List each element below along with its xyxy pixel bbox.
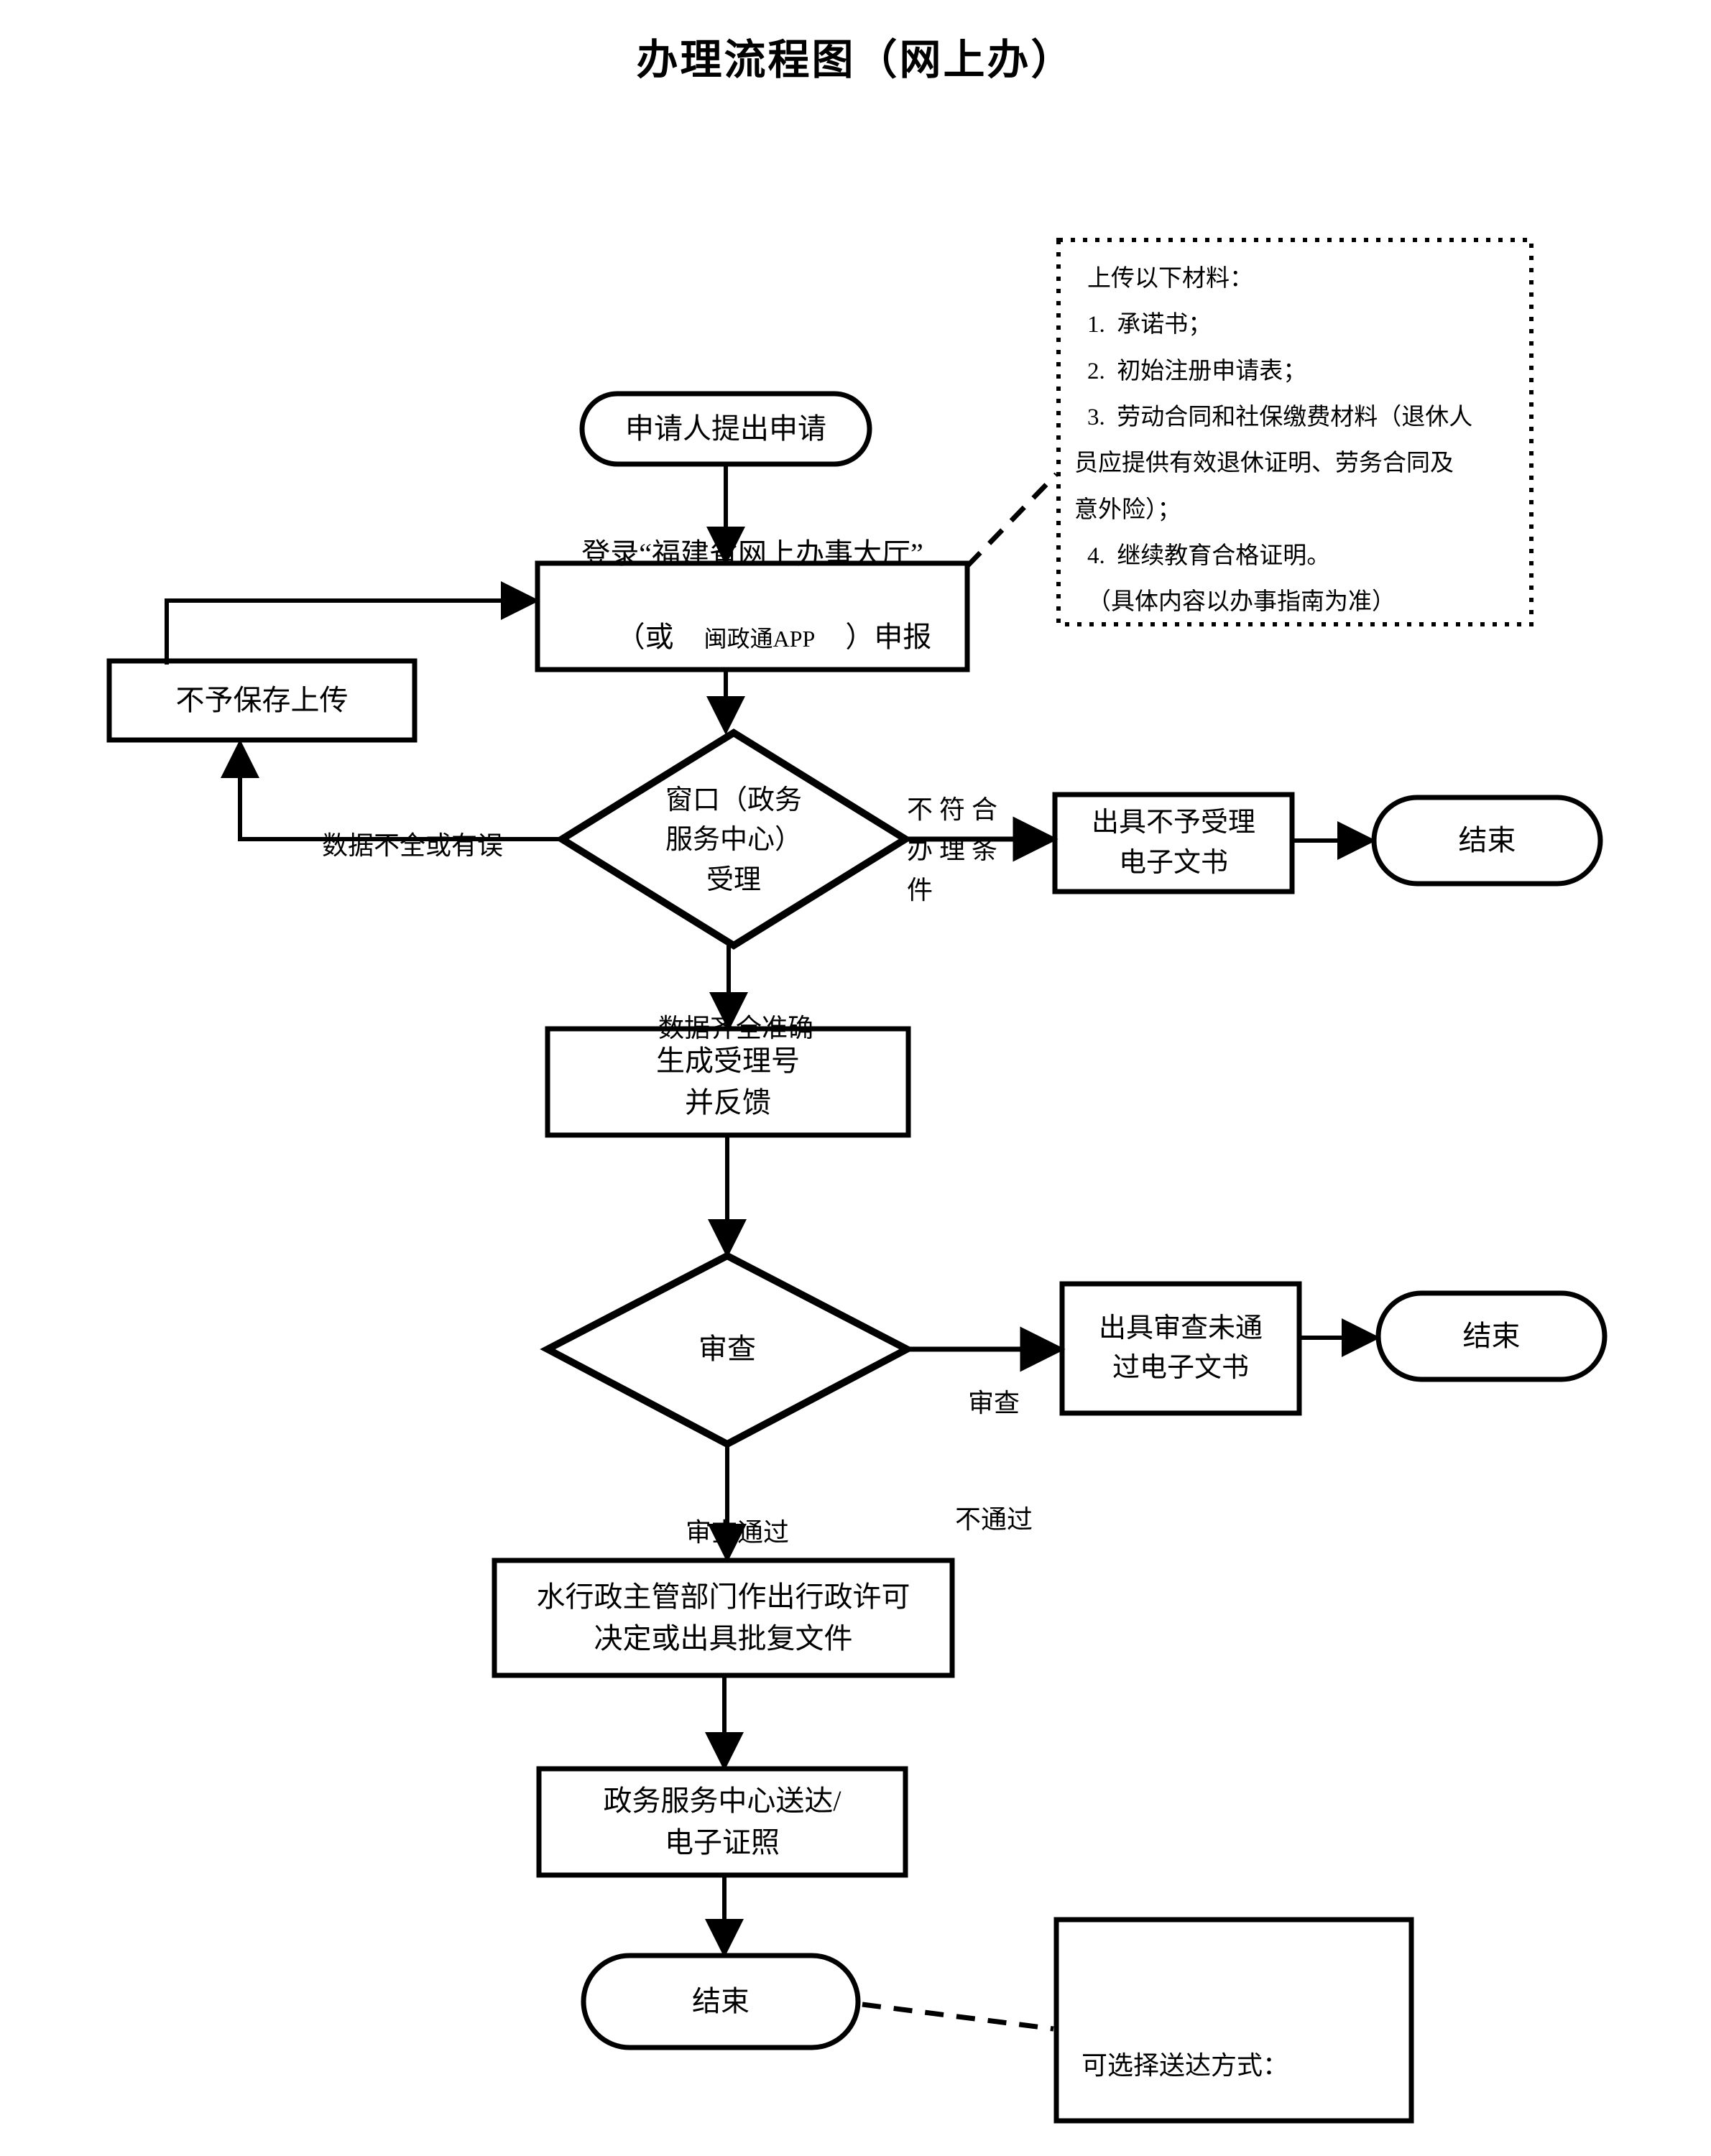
node-shape-login	[535, 560, 970, 672]
dashed-connector-delivery-options	[862, 2002, 1054, 2032]
note-box-delivery-options	[1053, 1917, 1414, 2124]
note-upload-item-4: 意外险）；	[1074, 496, 1181, 523]
node-shape-end-review-fail	[1375, 1290, 1608, 1382]
note-delivery-heading: 可选择送达方式：	[1082, 2051, 1289, 2081]
edge-not-saved-to-login	[165, 581, 540, 665]
note-delivery-options-content: 可选择送达方式： 1.邮寄送达； 2.窗口领取； 3.电子证照。	[1082, 1940, 1398, 2156]
dashed-connector-upload-materials	[965, 472, 1059, 568]
node-shape-window-accept	[555, 728, 913, 950]
note-upload-item-2: 3. 劳动合同和社保缴费材料（退休人	[1087, 404, 1473, 431]
note-upload-item-3: 员应提供有效退休证明、劳务合同及	[1074, 450, 1454, 477]
node-shape-end-final	[581, 1953, 861, 2050]
note-upload-item-1: 2. 初始注册申请表；	[1087, 358, 1307, 384]
note-upload-materials-content: 上传以下材料： 1. 承诺书； 2. 初始注册申请表； 3. 劳动合同和社保缴费…	[1074, 256, 1518, 626]
node-shape-not-saved	[106, 658, 418, 743]
note-upload-item-0: 1. 承诺书；	[1087, 312, 1212, 338]
node-shape-decision	[492, 1558, 955, 1678]
node-shape-review	[540, 1252, 915, 1448]
node-shape-end-reject	[1371, 795, 1603, 887]
node-shape-review-fail-doc	[1059, 1281, 1302, 1416]
node-shape-start	[579, 391, 872, 467]
page-title: 办理流程图（网上办）	[636, 37, 1075, 83]
note-upload-item-6: （具体内容以办事指南为准）	[1087, 589, 1396, 616]
note-upload-item-5: 4. 继续教育合格证明。	[1087, 543, 1331, 570]
node-shape-delivery	[536, 1766, 908, 1878]
edge-window-to-not-saved	[221, 739, 562, 841]
note-box-upload-materials	[1056, 238, 1534, 626]
note-upload-heading: 上传以下材料：	[1087, 266, 1253, 292]
node-shape-gen-number	[545, 1026, 911, 1138]
node-shape-reject-doc	[1052, 792, 1295, 894]
